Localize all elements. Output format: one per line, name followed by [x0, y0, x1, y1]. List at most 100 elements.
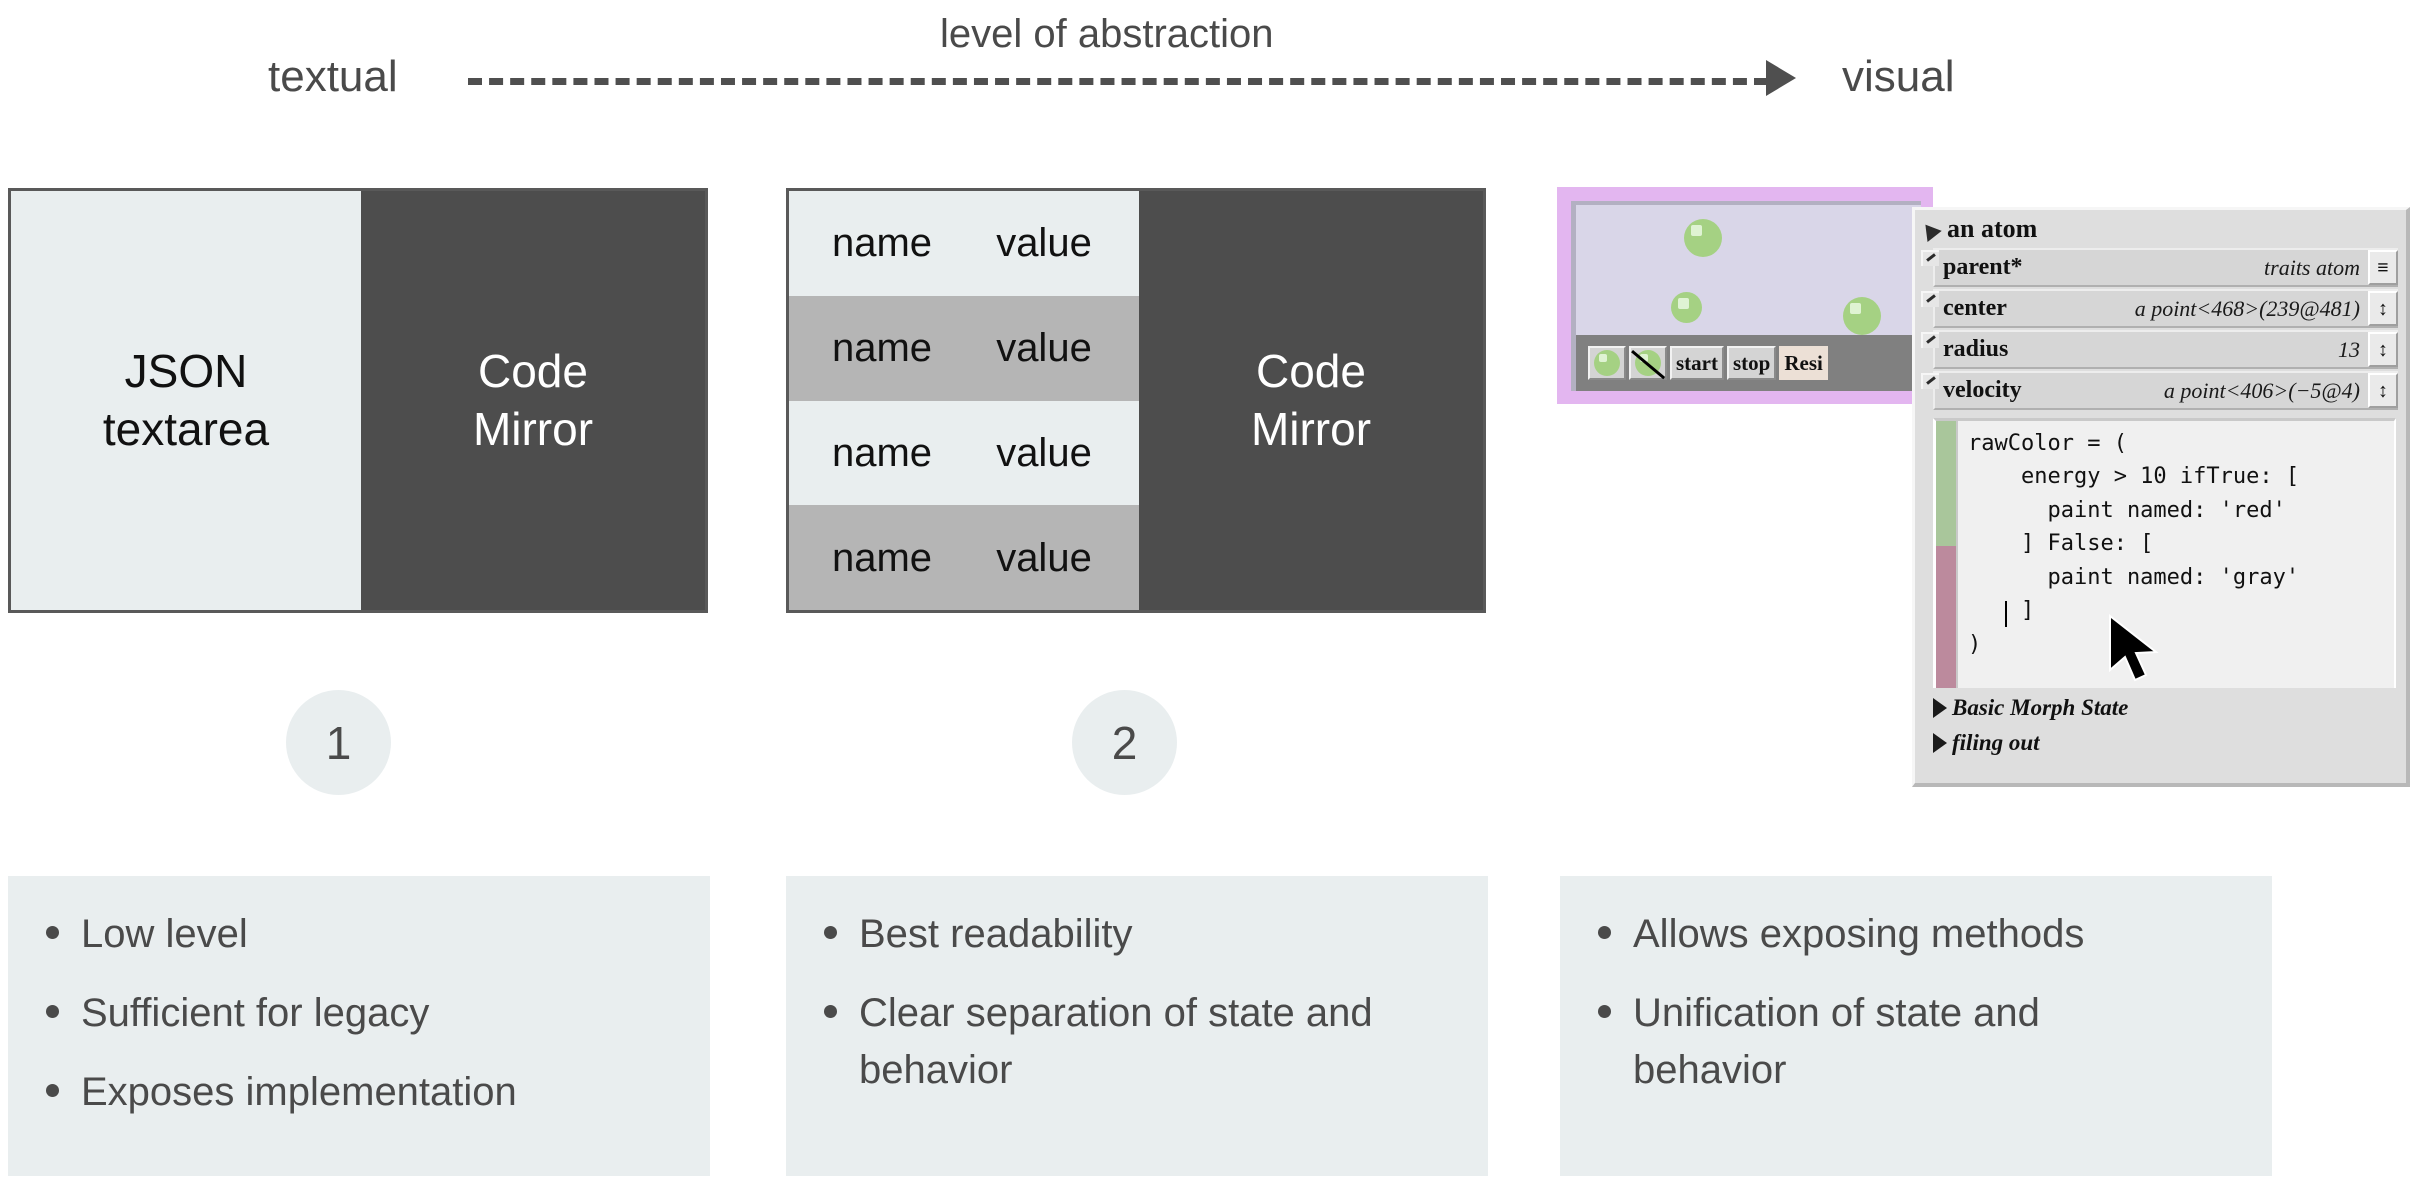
expander-label: Basic Morph State: [1952, 694, 2129, 720]
inspector-code-editor[interactable]: rawColor = ( energy > 10 ifTrue: [ paint…: [1933, 418, 2396, 688]
inspector-stepper-handle[interactable]: ↕: [2368, 291, 2398, 326]
list-item: Best readability: [824, 906, 1454, 963]
morph-world-canvas[interactable]: start stop Resi: [1571, 201, 1921, 391]
collapse-arrow-icon[interactable]: [1918, 218, 1942, 242]
bullet-dot-icon: [1598, 926, 1611, 939]
panel-json-textarea: JSON textarea Code Mirror: [8, 188, 708, 613]
atom-morph[interactable]: [1671, 292, 1702, 323]
json-textarea-pane[interactable]: JSON textarea: [11, 191, 361, 610]
stop-button[interactable]: stop: [1726, 346, 1777, 380]
bullet-dot-icon: [46, 926, 59, 939]
bullet-dot-icon: [824, 1004, 837, 1018]
inspector-value: 13: [2338, 336, 2360, 362]
inspector-row-center[interactable]: center a point<468>(239@481) ↕: [1921, 289, 2398, 328]
chevron-right-icon: [1933, 732, 1947, 753]
inspector-key: radius: [1943, 336, 2009, 362]
inspector-value: a point<406>(−5@4): [2163, 377, 2360, 403]
table-cell-value: value: [996, 535, 1092, 580]
panel-morphic-world: start stop Resi: [1557, 187, 1933, 404]
green-circle-icon: [1594, 350, 1620, 376]
inspector-key: velocity: [1943, 377, 2022, 403]
scrollbar-thumb-green[interactable]: [1936, 421, 1956, 547]
bullet-text: Best readability: [859, 912, 1133, 956]
list-item: Exposes implementation: [46, 1064, 676, 1121]
inspector-key: parent*: [1943, 254, 2023, 280]
inspector-row-parent[interactable]: parent* traits atom ≡: [1921, 248, 2398, 287]
bullet-text: Exposes implementation: [81, 1069, 517, 1114]
inspector-stepper-handle[interactable]: ↕: [2368, 373, 2398, 408]
table-cell-name: name: [831, 221, 933, 266]
table-cell-name: name: [831, 430, 933, 475]
table-cell-name: name: [831, 535, 933, 580]
list-item: Clear separation of state and behavior: [824, 985, 1454, 1099]
list-item: Allows exposing methods: [1598, 906, 2238, 963]
table-cell-value: value: [996, 221, 1092, 266]
morph-toolbar: start stop Resi: [1576, 335, 1921, 391]
inspector-stepper-handle[interactable]: ↕: [2368, 332, 2398, 367]
list-item: Sufficient for legacy: [46, 985, 676, 1042]
list-item: Unification of state and behavior: [1598, 985, 2238, 1099]
code-mirror-label-line2: Mirror: [1250, 402, 1372, 455]
pin-icon[interactable]: [1921, 373, 1939, 389]
table-row[interactable]: name value: [789, 400, 1139, 506]
expander-label: filing out: [1952, 729, 2040, 755]
inspector-value: traits atom: [2264, 254, 2360, 280]
inspector-row-radius[interactable]: radius 13 ↕: [1921, 330, 2398, 369]
scrollbar-thumb-pink[interactable]: [1936, 546, 1956, 688]
atom-color-button[interactable]: [1588, 346, 1626, 380]
object-inspector-window: an atom parent* traits atom ≡ center a p…: [1912, 207, 2410, 787]
panel-name-value-table: name value name value name value name va…: [786, 188, 1486, 613]
json-textarea-label-line1: JSON: [124, 345, 248, 397]
resize-button[interactable]: Resi: [1779, 346, 1828, 380]
chevron-right-icon: [1933, 697, 1947, 718]
start-button[interactable]: start: [1670, 346, 1724, 380]
atom-morph[interactable]: [1843, 297, 1881, 335]
table-row[interactable]: name value: [789, 295, 1139, 401]
bullet-text: Low level: [81, 912, 248, 956]
table-cell-value: value: [996, 326, 1092, 371]
text-caret: [2005, 601, 2007, 627]
bullet-box-3: Allows exposing methods Unification of s…: [1560, 876, 2272, 1176]
bullet-dot-icon: [46, 1004, 59, 1018]
table-row[interactable]: name value: [789, 505, 1139, 610]
inspector-row-velocity[interactable]: velocity a point<406>(−5@4) ↕: [1921, 371, 2398, 410]
atom-disable-button[interactable]: [1629, 346, 1667, 380]
inspector-titlebar[interactable]: an atom: [1915, 210, 2406, 248]
bullet-box-2: Best readability Clear separation of sta…: [786, 876, 1488, 1176]
axis-title: level of abstraction: [940, 12, 1274, 56]
pin-icon[interactable]: [1921, 250, 1939, 266]
expander-basic-morph-state[interactable]: Basic Morph State: [1933, 692, 2406, 723]
bullet-dot-icon: [824, 926, 837, 939]
json-textarea-label-line2: textarea: [102, 402, 270, 455]
table-cell-value: value: [996, 430, 1092, 475]
bullet-text: Sufficient for legacy: [81, 990, 430, 1035]
step-badge-1: 1: [286, 690, 391, 795]
bullet-dot-icon: [46, 1083, 59, 1097]
axis-label-textual: textual: [268, 52, 398, 101]
bullet-text: Unification of state and behavior: [1633, 990, 2040, 1092]
inspector-key: center: [1943, 295, 2007, 321]
name-value-table: name value name value name value name va…: [789, 191, 1139, 610]
bullet-box-1: Low level Sufficient for legacy Exposes …: [8, 876, 710, 1176]
list-item: Low level: [46, 906, 676, 963]
code-mirror-label-line2: Mirror: [472, 402, 594, 455]
pin-icon[interactable]: [1921, 291, 1939, 307]
expander-filing-out[interactable]: filing out: [1933, 727, 2406, 758]
table-row[interactable]: name value: [789, 191, 1139, 296]
bullet-text: Clear separation of state and behavior: [859, 990, 1373, 1092]
axis-dashed-line: [468, 78, 1768, 85]
code-scrollbar[interactable]: [1936, 421, 1958, 688]
pin-icon[interactable]: [1921, 332, 1939, 348]
code-mirror-pane-2[interactable]: Code Mirror: [1139, 191, 1483, 610]
step-badge-2: 2: [1072, 690, 1177, 795]
axis-arrow-icon: [1766, 60, 1796, 96]
table-cell-name: name: [831, 326, 933, 371]
code-mirror-label-line1: Code: [478, 345, 588, 397]
code-mirror-pane-1[interactable]: Code Mirror: [361, 191, 705, 610]
atom-morph[interactable]: [1684, 219, 1722, 257]
bullet-text: Allows exposing methods: [1633, 912, 2085, 956]
code-text[interactable]: rawColor = ( energy > 10 ifTrue: [ paint…: [1968, 431, 2300, 657]
bullet-dot-icon: [1598, 1004, 1611, 1018]
inspector-menu-handle[interactable]: ≡: [2368, 250, 2398, 285]
